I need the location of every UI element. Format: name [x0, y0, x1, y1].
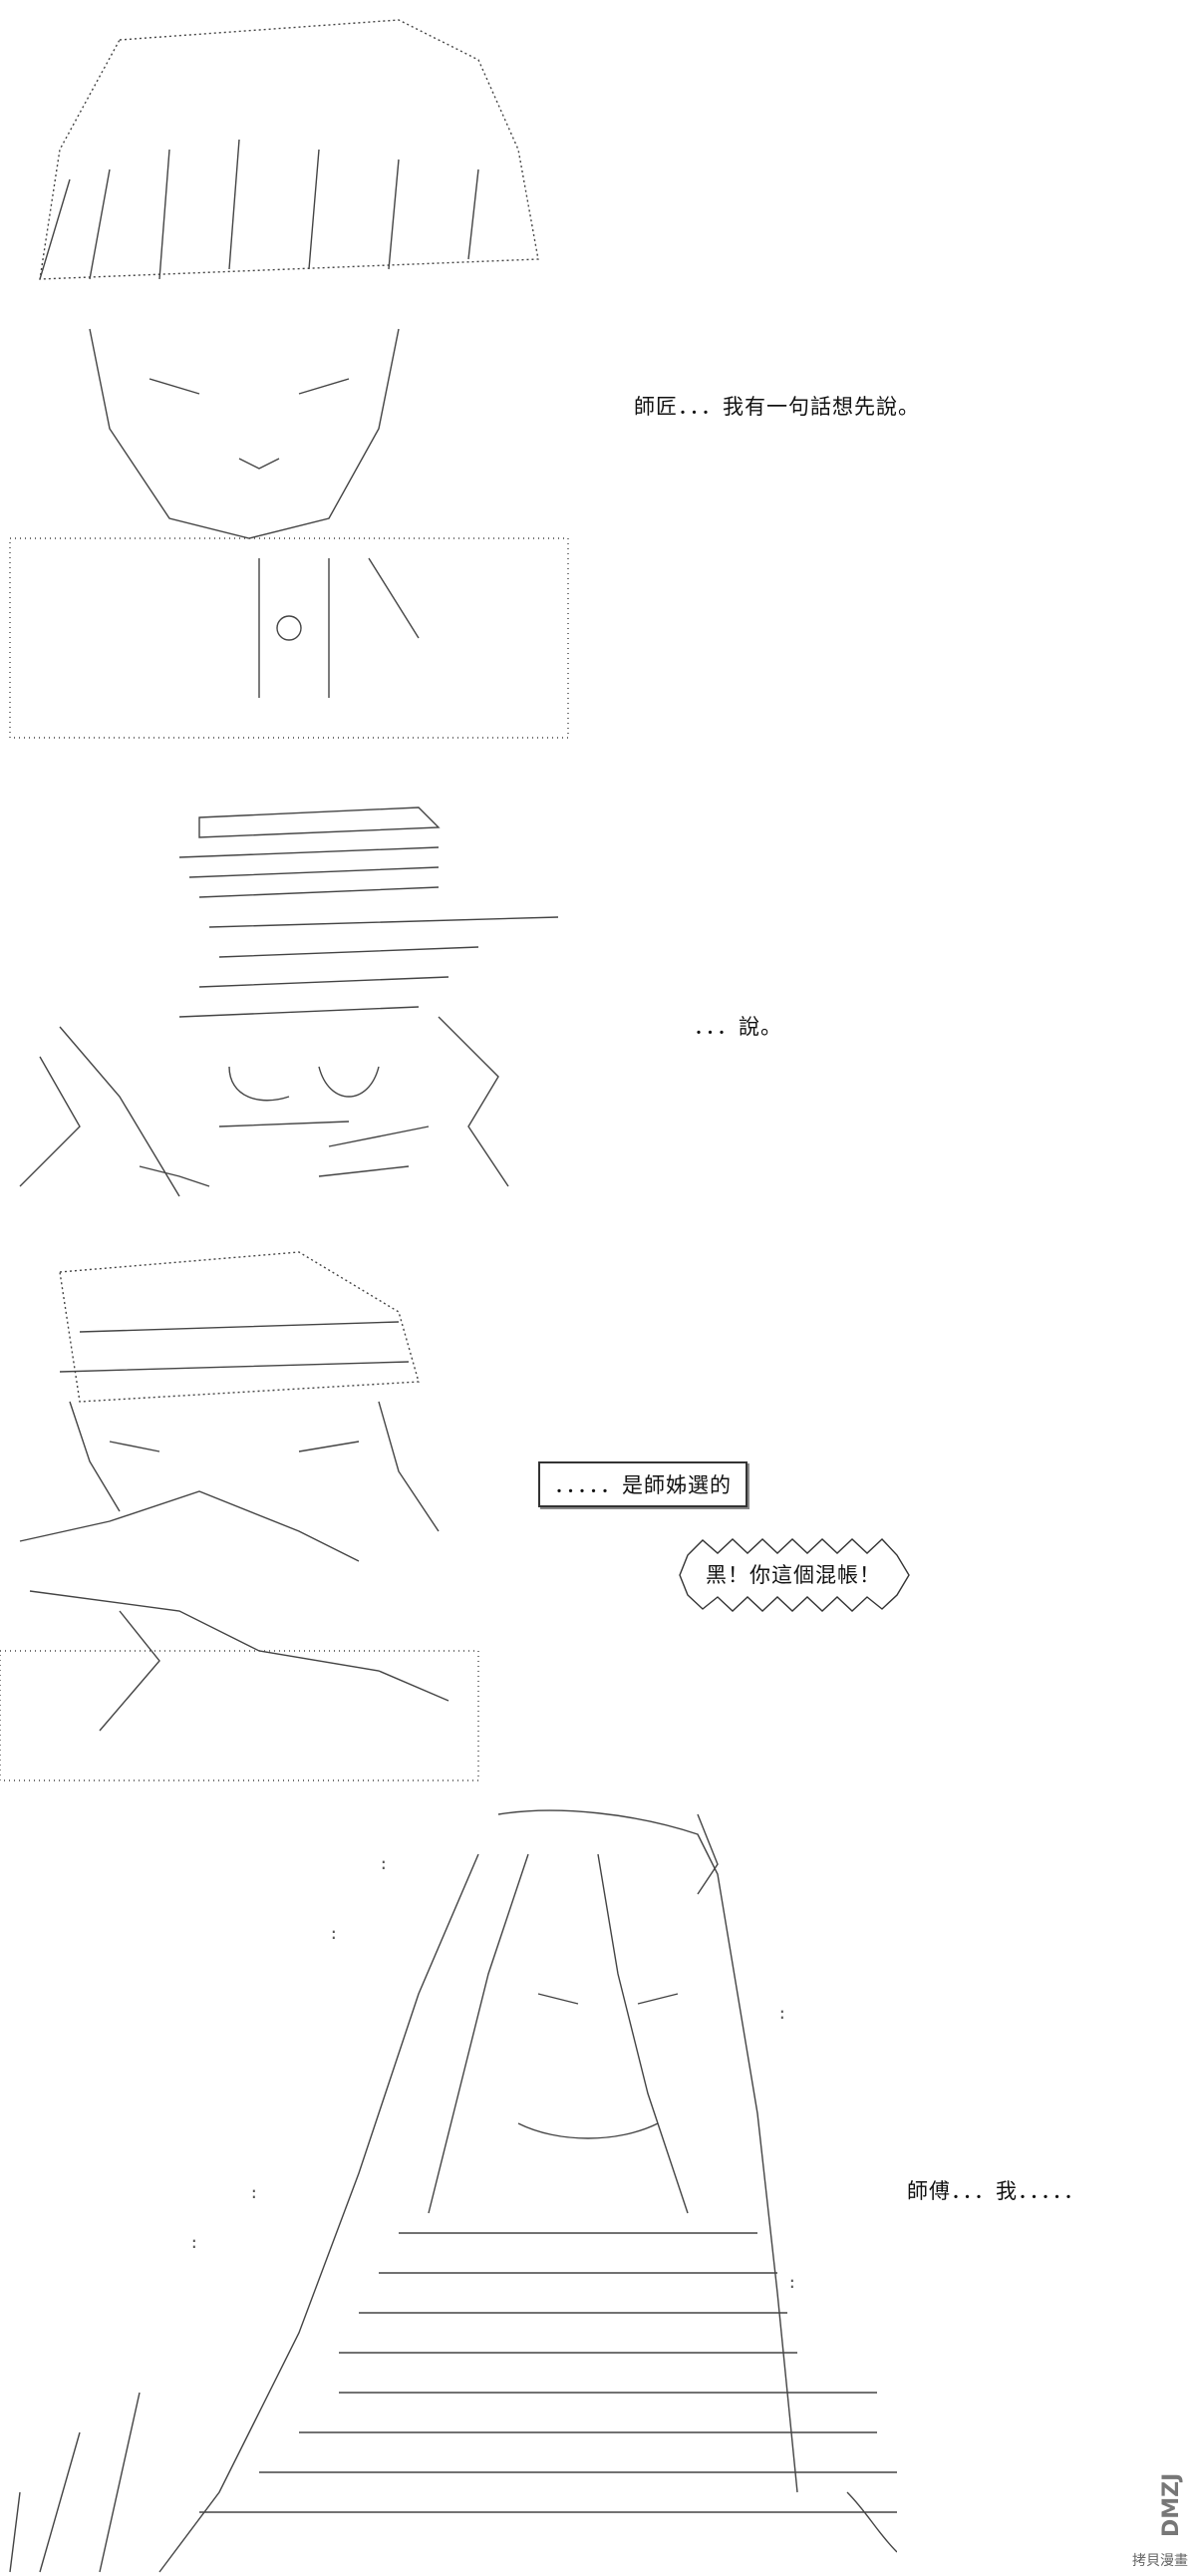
panel-1-dialog: 師匠．．．我有一句話想先說。: [634, 395, 920, 419]
shout-bubble-icon: [679, 1538, 910, 1612]
watermark-caption: 拷貝漫畫: [1132, 2553, 1188, 2569]
panel-2-dialog: ．．．說。: [694, 1015, 782, 1039]
dmzj-logo-icon: DMZJ: [1159, 2473, 1184, 2537]
panel-4-sparkle-dots: :: [787, 2273, 797, 2292]
panel-3-ascii-art: [0, 1232, 598, 1790]
panel-4-sparkle-dots: :: [777, 2004, 787, 2023]
panel-1-ascii-art: [0, 0, 598, 758]
panel-4-sparkle-dots: :: [379, 1854, 389, 1873]
panel-4-sparkle-dots: :: [249, 2183, 259, 2202]
panel-3-shout-text: 黑！你這個混帳！: [706, 1563, 881, 1587]
panel-3: ．．．．．是師姊選的 黑！你這個混帳！: [0, 1232, 1196, 1790]
panel-3-shout-bubble: 黑！你這個混帳！: [679, 1538, 910, 1612]
dmzj-logo-text: DMZJ: [1159, 2473, 1184, 2537]
panel-4-sparkle-dots: :: [189, 2233, 199, 2252]
panel-1: 師匠．．．我有一句話想先說。: [0, 0, 1196, 758]
panel-4-sparkle-dots: :: [329, 1924, 339, 1943]
panel-3-boxed-dialog: ．．．．．是師姊選的: [538, 1461, 748, 1507]
panel-2-ascii-art: [0, 768, 598, 1226]
panel-4-ascii-art: [0, 1794, 897, 2576]
panel-4-dialog: 師傅．．．我．．．．．: [907, 2179, 1085, 2203]
panel-2: ．．．說。: [0, 768, 1196, 1226]
panel-4: : : : : : : 師傅．．．我．．．．．: [0, 1794, 1196, 2576]
